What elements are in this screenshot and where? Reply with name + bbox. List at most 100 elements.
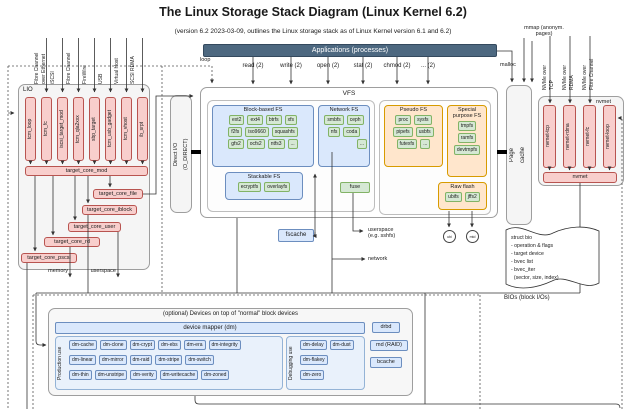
dm-chip: dm-zero [300,370,325,380]
page-cache-label: Page cache [509,147,526,164]
struct-bio-note: struct bio - operation & flags- target de… [511,234,596,282]
dm-chip: dm-raid [129,355,153,365]
bus-label-fc: Fibre Channel [66,52,72,84]
struct-bio-line: struct bio [511,235,533,241]
fs-chip: ramfs [457,133,477,144]
dm-chip: dm-mirror [98,355,127,365]
syscall-label: read (2) [242,63,264,69]
bus-label-nvme-fc: NVMe over Fibre Channel [582,58,595,90]
fs-chip: sysfs [414,115,432,126]
fscache-chip: fscache [278,229,314,242]
memory-annotation: memory [48,268,68,274]
fs-row: futexfs... [385,139,442,150]
dm-chip: dm-era [183,340,206,350]
struct-bio-line: (sector, size, index) [511,275,559,282]
fs-chip: ... [356,139,367,150]
fs-chip: ecryptfs [237,182,262,193]
fs-chip: btrfs [265,115,282,126]
direct-io-label: Direct I/O (O_DIRECT) [173,138,189,170]
dm-chip: dm-clone [99,340,127,350]
fuse-chip: fuse [340,182,370,193]
fs-chip: smbfs [324,115,344,126]
vfs-label: VFS [342,90,356,97]
fs-chip: usbfs [415,127,434,138]
dm-row: dm-zero [298,370,364,380]
network-fs-title: Network FS [329,107,359,113]
fs-chip: ext2 [228,115,245,126]
fs-chip: iso9660 [245,127,269,138]
target-core-mod: target_core_mod [25,166,148,176]
dm-chip: dm-dust [329,340,354,350]
struct-bio-line: - target device [511,251,544,258]
malloc-annotation: malloc [500,62,516,68]
fs-chip: proc [395,115,412,126]
bus-label-nvme-tcp: NVMe over TCP [542,64,555,90]
md-raid-chip: md (RAID) [370,340,408,351]
fs-chip: jffs2 [464,192,480,203]
backstore-pscsi: target_core_pscsi [21,253,77,263]
bios-annotation: BIOs (block I/Os) [504,295,550,301]
lio-label: LIO [23,87,33,93]
fs-chip: futexfs [396,139,418,150]
fs-chip: ubifs [445,192,462,203]
fs-chip: overlayfs [264,182,291,193]
mtd-circle: mtd [466,230,479,243]
lio-target-box: tcm_usb_gadget [105,97,116,161]
fuse-userspace-annotation: userspace (e.g. sshfs) [368,227,396,240]
fs-chip: ceph [346,115,364,126]
fs-chip: ntfs3 [267,139,285,150]
block-based-fs-title: Block-based FS [243,107,283,113]
syscall-label: ... (2) [420,63,435,69]
fs-chip: ... [420,139,431,150]
fs-row: ramfs [448,133,486,144]
dm-chip: dm-verity [130,370,157,380]
dm-row: dm-flakey [298,355,364,365]
struct-bio-line: - operation & flags [511,243,554,250]
nvmet-label: nvmet [596,99,611,105]
applications-bar: Applications (processes) [203,44,497,57]
bus-label-vhost: Virtual Host [114,58,120,84]
dm-chip: dm-writecache [159,370,199,380]
network-annotation: network [368,256,388,262]
direct-io-box: Direct I/O (O_DIRECT) [170,95,192,213]
diagram-title: The Linux Storage Stack Diagram (Linux K… [159,5,467,19]
loop-annotation: loop [200,57,211,63]
userspace-annotation: userspace [90,268,116,274]
drbd-chip: drbd [372,322,400,333]
fs-chip: f2fs [228,127,243,138]
bcache-chip: bcache [370,357,402,368]
fs-chip: coda [343,127,361,138]
dm-chip: dm-integrity [208,340,241,350]
fs-chip: ... [287,139,298,150]
special-purpose-fs-panel: Special purpose FS tmpfs ramfs devtmpfs [447,105,487,177]
raw-flash-title: Raw flash [450,184,475,190]
nvmet-target-box: nvmet-loop [603,105,616,168]
bus-label-nvme-rdma: NVMe over RDMA [562,64,575,90]
syscall-label: open (2) [316,63,340,69]
fs-chip: devtmpfs [453,145,481,156]
production-use-label: Production use [57,346,63,380]
dm-chip: dm-crypt [129,340,155,350]
dm-chip: dm-zoned [201,370,230,380]
struct-bio-line: - bvec_iter [511,267,536,274]
fs-chip: ocfs2 [246,139,265,150]
diagram-subtitle: (version 6.2 2023-03-09, outlines the Li… [174,28,452,35]
